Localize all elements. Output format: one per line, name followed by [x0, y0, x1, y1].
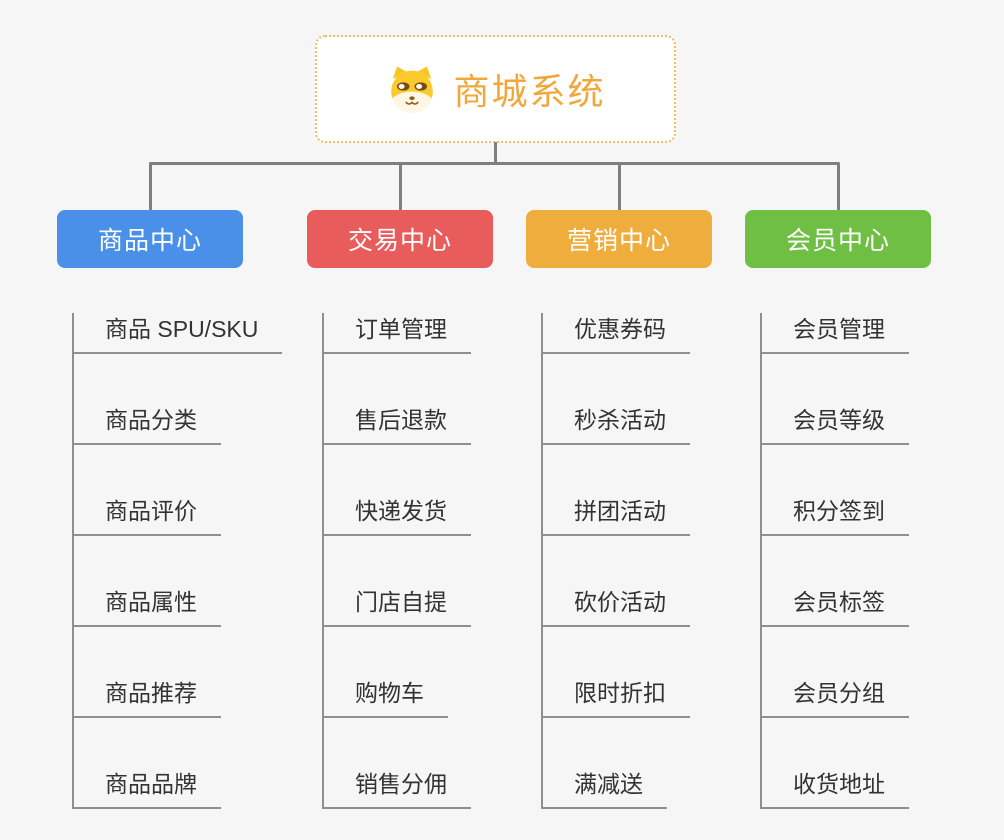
- leaf-node[interactable]: 会员标签: [762, 586, 909, 627]
- dog-face-icon: [391, 66, 434, 113]
- leaf-node[interactable]: 商品属性: [74, 586, 221, 627]
- branch-items: 优惠券码 秒杀活动 拼团活动 砍价活动 限时折扣 满减送: [541, 313, 712, 809]
- leaf-node[interactable]: 商品品牌: [74, 768, 221, 809]
- branch-items: 会员管理 会员等级 积分签到 会员标签 会员分组 收货地址: [760, 313, 931, 809]
- connector-drop: [149, 163, 152, 210]
- leaf-node[interactable]: 订单管理: [324, 313, 471, 354]
- branch-items: 订单管理 售后退款 快递发货 门店自提 购物车 销售分佣: [322, 313, 493, 809]
- root-title: 商城系统: [453, 71, 606, 112]
- leaf-node[interactable]: 商品分类: [74, 404, 221, 445]
- branch-node-marketing[interactable]: 营销中心: [526, 210, 712, 268]
- branch-column-members: 会员中心 会员管理 会员等级 积分签到 会员标签 会员分组 收货地址: [745, 210, 931, 809]
- root-node[interactable]: 商城系统: [315, 35, 676, 143]
- leaf-node[interactable]: 积分签到: [762, 495, 909, 536]
- connector-drop: [399, 163, 402, 210]
- leaf-node[interactable]: 门店自提: [324, 586, 471, 627]
- leaf-node[interactable]: 会员管理: [762, 313, 909, 354]
- connector-drop: [837, 163, 840, 210]
- leaf-node[interactable]: 限时折扣: [543, 677, 690, 718]
- leaf-node[interactable]: 销售分佣: [324, 768, 471, 809]
- leaf-node[interactable]: 拼团活动: [543, 495, 690, 536]
- branch-column-trade: 交易中心 订单管理 售后退款 快递发货 门店自提 购物车 销售分佣: [307, 210, 493, 809]
- connector-drop: [618, 163, 621, 210]
- branch-node-members[interactable]: 会员中心: [745, 210, 931, 268]
- branch-column-marketing: 营销中心 优惠券码 秒杀活动 拼团活动 砍价活动 限时折扣 满减送: [526, 210, 712, 809]
- leaf-node[interactable]: 售后退款: [324, 404, 471, 445]
- connector-root-stem: [494, 142, 497, 163]
- leaf-node[interactable]: 商品推荐: [74, 677, 221, 718]
- branch-items: 商品 SPU/SKU 商品分类 商品评价 商品属性 商品推荐 商品品牌: [72, 313, 283, 809]
- connector-bus-line: [149, 162, 840, 165]
- leaf-node[interactable]: 会员等级: [762, 404, 909, 445]
- leaf-node[interactable]: 购物车: [324, 677, 448, 718]
- leaf-node[interactable]: 秒杀活动: [543, 404, 690, 445]
- leaf-node[interactable]: 满减送: [543, 768, 667, 809]
- leaf-node[interactable]: 砍价活动: [543, 586, 690, 627]
- leaf-node[interactable]: 优惠券码: [543, 313, 690, 354]
- branch-node-trade[interactable]: 交易中心: [307, 210, 493, 268]
- branch-column-products: 商品中心 商品 SPU/SKU 商品分类 商品评价 商品属性 商品推荐 商品品牌: [57, 210, 283, 809]
- branch-node-products[interactable]: 商品中心: [57, 210, 243, 268]
- leaf-node[interactable]: 快递发货: [324, 495, 471, 536]
- leaf-node[interactable]: 会员分组: [762, 677, 909, 718]
- leaf-node[interactable]: 商品评价: [74, 495, 221, 536]
- leaf-node[interactable]: 收货地址: [762, 768, 909, 809]
- leaf-node[interactable]: 商品 SPU/SKU: [74, 313, 283, 354]
